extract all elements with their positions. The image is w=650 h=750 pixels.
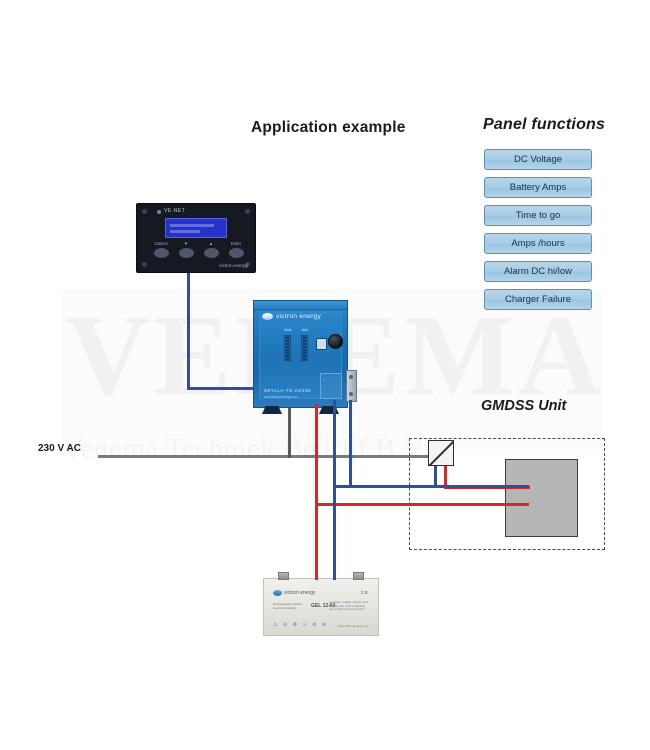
led-indicator	[303, 352, 306, 354]
charger-brand-row: victron energy	[262, 313, 321, 320]
charger-rotary-knob[interactable]	[328, 334, 343, 349]
battery-spec-left: Rechargeable Sealed Lead Acid Battery	[273, 602, 302, 610]
led-indicator	[286, 355, 289, 357]
led-indicator	[286, 349, 289, 351]
venet-down-button[interactable]	[179, 248, 194, 258]
led-indicator	[303, 343, 306, 345]
panel-function-time-to-go[interactable]: Time to go	[484, 205, 592, 226]
battery-spec-right: Constant voltage charge 14.4 V cycle use…	[329, 600, 369, 612]
charger-led-label-abs: Abs	[301, 328, 309, 332]
led-indicator	[286, 352, 289, 354]
wire-ac-mains-horizontal	[98, 455, 428, 458]
charger-front-face	[259, 312, 342, 399]
screw-icon	[245, 209, 250, 214]
wire-dc-negative-bus	[333, 485, 529, 488]
battery-brand-label: victron energy	[284, 590, 316, 596]
busbar-terminal-hole	[349, 375, 353, 379]
screw-icon	[142, 209, 147, 214]
charger-model-label: SKYLLA-TG 24/100	[264, 388, 312, 393]
victron-logo-icon	[262, 313, 273, 320]
charger-meter-display	[316, 338, 327, 350]
charger-brand-label: victron energy	[276, 313, 322, 320]
led-indicator	[303, 355, 306, 357]
busbar-terminal-hole	[349, 392, 353, 396]
charger-mounting-foot	[262, 406, 282, 414]
screw-icon	[245, 262, 250, 267]
gmdss-enclosure-boundary	[409, 438, 605, 550]
panel-functions-list: DC Voltage Battery Amps Time to go Amps …	[484, 149, 592, 317]
venet-enter-button[interactable]	[229, 248, 244, 258]
wire-venet-control-vertical	[187, 271, 190, 389]
battery-positive-terminal	[278, 572, 289, 580]
charger-mounting-foot	[319, 406, 339, 414]
charger-led-column-abs	[301, 335, 308, 361]
watermark-subtitle: Venema Techniek Bedrijf B.V.	[62, 432, 428, 465]
victron-logo-icon	[273, 590, 282, 596]
converter-rectifier-symbol	[428, 440, 454, 466]
venet-button-label-up: ▲	[208, 241, 214, 246]
wire-dc-positive-branch	[315, 503, 529, 506]
section-title-panel-functions: Panel functions	[483, 116, 606, 133]
venet-manufacturer-logo: victron energy	[219, 263, 248, 268]
led-indicator	[303, 340, 306, 342]
wire-converter-negative-drop	[434, 466, 437, 487]
converter-diagonal-line	[429, 441, 453, 465]
power-led-icon	[157, 210, 161, 214]
battery-website-label: www.victronenergy.com	[337, 624, 369, 628]
wire-dc-positive-to-battery	[315, 404, 318, 580]
panel-function-charger-failure[interactable]: Charger Failure	[484, 289, 592, 310]
led-indicator	[286, 343, 289, 345]
gmdss-radio-device	[505, 459, 578, 537]
venet-brand-label: VE.NET	[164, 208, 186, 214]
led-indicator	[303, 358, 306, 360]
charger-led-column-bulk	[284, 335, 291, 361]
wire-converter-positive-drop	[444, 466, 447, 488]
led-indicator	[286, 358, 289, 360]
page-title-application-example: Application example	[251, 119, 406, 136]
screw-icon	[142, 262, 147, 267]
section-title-gmdss-unit: GMDSS Unit	[481, 398, 567, 414]
battery-certification-label: CE	[360, 590, 369, 595]
venet-button-label-cancel: Cancel	[154, 241, 168, 246]
wire-venet-control-horizontal	[187, 387, 259, 390]
led-indicator	[303, 337, 306, 339]
label-230v-ac: 230 V AC	[38, 443, 81, 454]
led-indicator	[303, 346, 306, 348]
panel-function-battery-amps[interactable]: Battery Amps	[484, 177, 592, 198]
charger-busbar	[346, 370, 357, 402]
charger-top-edge	[254, 301, 347, 310]
venet-button-label-down: ▼	[183, 241, 189, 246]
charger-led-label-bulk: Bulk	[284, 328, 292, 332]
charger-terminal-label: + -	[323, 378, 327, 382]
venet-up-button[interactable]	[204, 248, 219, 258]
gel-battery: victron energy CE GEL 12-60 Rechargeable…	[263, 572, 379, 636]
battery-brand-row: victron energy	[273, 590, 315, 596]
wire-ac-charger-drop	[288, 406, 291, 458]
wire-dc-negative-to-battery	[333, 400, 336, 580]
wire-charger-negative-drop	[349, 400, 352, 487]
venet-control-panel: VE.NET Cancel ▼ ▲ Enter victron energy	[136, 203, 256, 273]
led-indicator	[286, 337, 289, 339]
lcd-text-line	[170, 224, 214, 227]
panel-function-dc-voltage[interactable]: DC Voltage	[484, 149, 592, 170]
battery-charger-skylla: victron energy Bulk Abs SKYLLA-TG 24/	[253, 300, 348, 414]
battery-negative-terminal	[353, 572, 364, 580]
panel-function-alarm-dc-hi-low[interactable]: Alarm DC hi/low	[484, 261, 592, 282]
venet-button-label-enter: Enter	[230, 241, 241, 246]
venet-lcd-display	[165, 218, 227, 238]
battery-warning-icons: ⚠ ⊖ ♻ ☉ ⊘ ⊜	[273, 622, 328, 628]
venet-cancel-button[interactable]	[154, 248, 169, 258]
led-indicator	[303, 349, 306, 351]
battery-type-label: GEL 12-60	[311, 603, 336, 609]
led-indicator	[286, 340, 289, 342]
charger-website-label: www.victronenergy.com	[264, 395, 298, 399]
charger-terminal-box: + -	[320, 373, 342, 399]
panel-function-amps-hours[interactable]: Amps /hours	[484, 233, 592, 254]
lcd-text-line	[170, 230, 200, 233]
led-indicator	[286, 346, 289, 348]
